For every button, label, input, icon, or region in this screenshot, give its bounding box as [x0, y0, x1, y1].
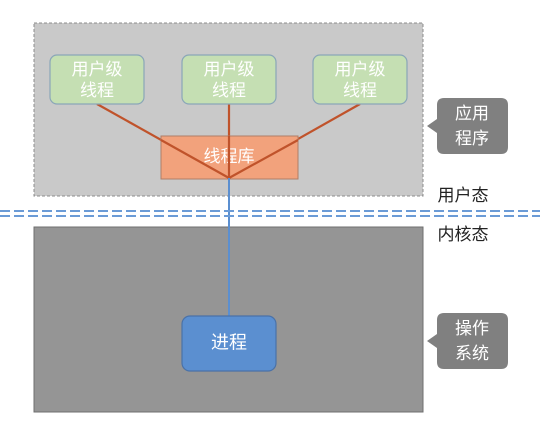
user-thread-1-line1: 用户级 [72, 60, 123, 80]
user-thread-2-line1: 用户级 [204, 60, 255, 80]
connector-thread-1-overlay [160, 139, 230, 179]
user-thread-1-line2: 线程 [80, 81, 114, 101]
user-mode-label: 用户态 [438, 186, 489, 206]
connector-thread-3-overlay [228, 139, 299, 179]
user-thread-3-box [312, 54, 408, 105]
os-tag [427, 313, 508, 369]
os-tag-line1: 操作 [455, 319, 489, 339]
library-connectors [160, 136, 299, 179]
process-label: 进程 [211, 333, 247, 354]
user-thread-2-box [181, 54, 277, 105]
process-box [181, 315, 277, 372]
user-thread-1-box [49, 54, 145, 105]
user-thread-3-line2: 线程 [343, 81, 377, 101]
mode-boundary-line [0, 210, 540, 217]
user-thread-2-line2: 线程 [212, 81, 246, 101]
application-tag [427, 98, 508, 154]
application-tag-line1: 应用 [455, 104, 489, 124]
application-tag-line2: 程序 [455, 129, 489, 149]
kernel-mode-label: 内核态 [438, 225, 489, 245]
user-thread-3-line1: 用户级 [335, 60, 386, 80]
os-tag-line2: 系统 [455, 344, 489, 364]
